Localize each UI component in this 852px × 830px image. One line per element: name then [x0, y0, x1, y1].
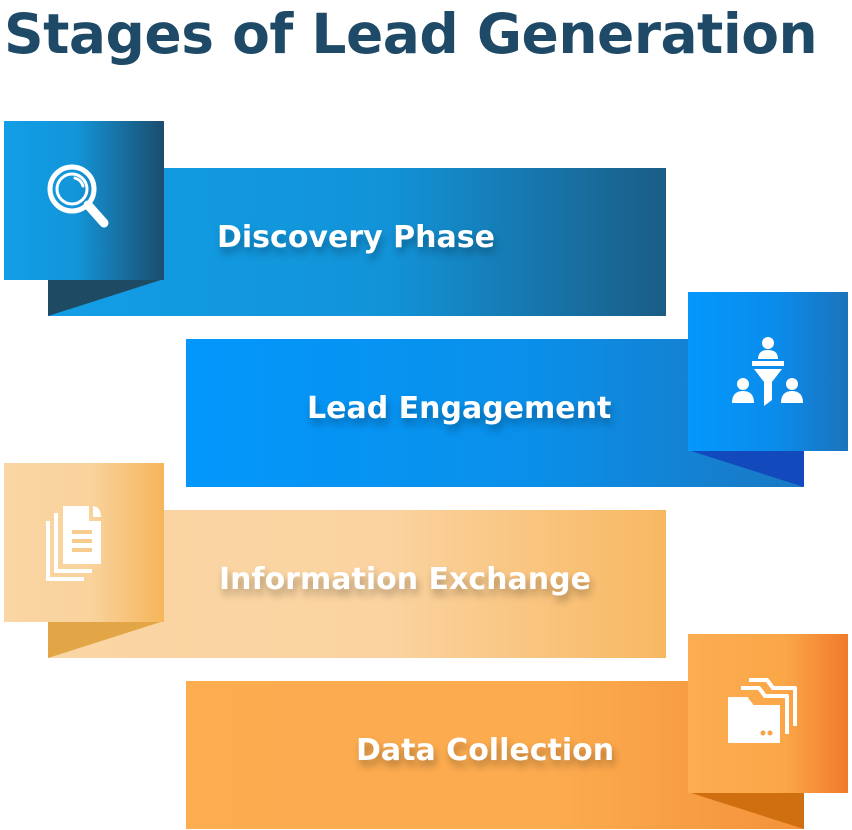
magnifier-icon — [47, 164, 109, 227]
stage-icon-box — [688, 292, 848, 451]
documents-icon — [46, 505, 101, 581]
stage-label: Discovery Phase — [217, 220, 495, 255]
fold-shadow — [48, 279, 164, 316]
fold-shadow — [688, 450, 804, 487]
stage-icon-box — [688, 634, 848, 793]
fold-shadow — [48, 621, 164, 658]
folders-icon — [728, 677, 797, 743]
stage-icon-box — [4, 121, 164, 280]
page-title: Stages of Lead Generation — [4, 2, 818, 66]
fold-shadow — [688, 792, 804, 829]
stage-label: Information Exchange — [219, 562, 591, 597]
stage-label: Lead Engagement — [307, 391, 612, 426]
stage-icon-box — [4, 463, 164, 622]
stage-label: Data Collection — [356, 733, 615, 768]
people-funnel-icon — [732, 336, 803, 406]
